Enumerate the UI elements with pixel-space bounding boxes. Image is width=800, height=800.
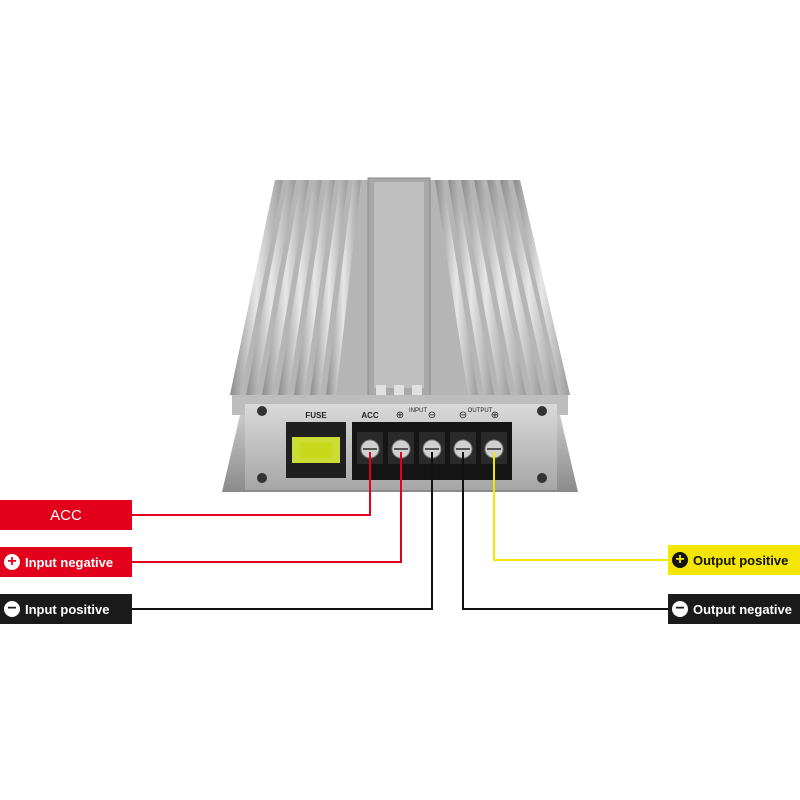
acc-label-text: ACC — [50, 506, 82, 524]
acc-marking: ACC — [361, 411, 379, 420]
input-negative-text: Input negative — [25, 554, 114, 570]
terminal-screws — [357, 432, 507, 464]
minus-icon: − — [672, 601, 688, 617]
wire-input-negative — [132, 452, 402, 563]
screw-top-right-icon — [537, 406, 547, 416]
acc-label: ACC — [0, 500, 132, 530]
screw-top-left-icon — [257, 406, 267, 416]
wire-output-positive — [493, 452, 668, 561]
plus-icon: + — [672, 552, 688, 568]
output-positive-text: Output positive — [693, 552, 789, 568]
screw-bottom-left-icon — [257, 473, 267, 483]
input-positive-text: Input positive — [25, 601, 110, 617]
wire-acc — [132, 452, 371, 516]
minus-icon: − — [4, 601, 20, 617]
input-marking: INPUT — [409, 408, 427, 414]
wire-output-negative — [462, 452, 668, 610]
output-plus-marking: ⊕ — [491, 410, 499, 421]
input-negative-label: + Input negative — [0, 547, 132, 577]
output-positive-label: + Output positive — [668, 545, 800, 575]
fuse-text: FUSE — [305, 411, 327, 420]
heatsink-fins-left — [230, 180, 361, 395]
plus-icon: + — [4, 554, 20, 570]
wire-input-positive — [132, 452, 433, 610]
input-positive-label: − Input positive — [0, 594, 132, 624]
input-minus-marking: ⊖ — [428, 410, 436, 421]
center-plate-highlight — [374, 182, 424, 388]
output-negative-text: Output negative — [693, 601, 792, 617]
screw-bottom-right-icon — [537, 473, 547, 483]
output-minus-marking: ⊖ — [459, 410, 467, 421]
output-marking: OUTPUT — [468, 408, 493, 414]
heatsink-fins-right — [435, 180, 570, 395]
input-plus-marking: ⊕ — [396, 410, 404, 421]
output-negative-label: − Output negative — [668, 594, 800, 624]
